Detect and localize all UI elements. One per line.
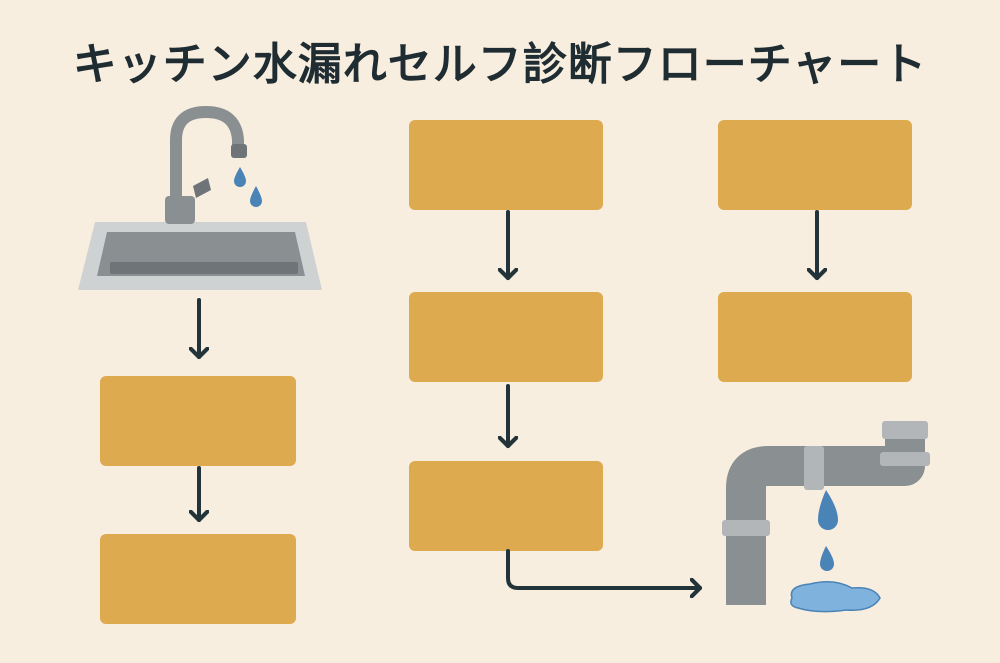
- page-title: キッチン水漏れセルフ診断フローチャート: [72, 39, 928, 90]
- flow-arrow: [506, 549, 700, 588]
- flow-step-box: [409, 120, 603, 210]
- flow-column-left: [100, 298, 296, 624]
- pipe-cap: [882, 421, 928, 439]
- water-drop-icon: [250, 186, 262, 207]
- faucet-handle: [193, 178, 211, 198]
- pipe-joint: [722, 520, 770, 536]
- faucet-sink-icon: [78, 105, 322, 290]
- flow-column-right: [718, 120, 912, 382]
- faucet-neck: [170, 105, 244, 204]
- flow-step-box: [409, 461, 603, 551]
- flow-step-box: [718, 120, 912, 210]
- flow-step-box: [100, 534, 296, 624]
- leak-drip-icon: [818, 490, 838, 530]
- pipe-body: [726, 430, 925, 605]
- faucet-tip: [231, 144, 247, 158]
- pipe-joint: [804, 446, 824, 490]
- flow-column-middle: [409, 120, 700, 588]
- sink-basin-floor: [110, 262, 298, 274]
- water-drop-icon: [234, 167, 246, 187]
- flow-step-box: [718, 292, 912, 382]
- water-puddle: [790, 581, 881, 613]
- faucet-base: [165, 196, 195, 224]
- pipe-joint: [880, 452, 930, 466]
- flow-step-box: [100, 376, 296, 466]
- leaking-pipe-icon: [722, 421, 930, 613]
- flow-step-box: [409, 292, 603, 382]
- leak-drop-icon: [820, 546, 834, 571]
